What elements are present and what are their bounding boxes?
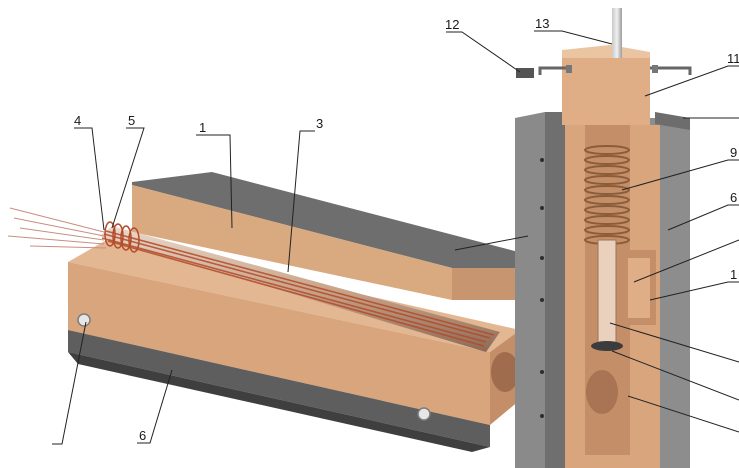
label-13: 13 — [535, 16, 549, 31]
heated-tube — [7, 207, 500, 352]
leader-1 — [196, 134, 233, 229]
leader-4 — [74, 127, 105, 231]
label-4: 4 — [74, 113, 81, 128]
screw-icon — [417, 407, 431, 421]
vertical-housing — [515, 8, 692, 468]
leader-lines — [52, 30, 739, 445]
leader-6 — [137, 369, 173, 444]
leader-1r — [649, 281, 739, 301]
screw-icon — [77, 313, 91, 327]
leader-6r — [667, 204, 739, 231]
label-5: 5 — [128, 113, 135, 128]
leader-3 — [287, 130, 315, 273]
leader-13 — [534, 30, 613, 45]
label-1: 1 — [199, 120, 206, 135]
leader-12 — [446, 31, 521, 73]
leader-5 — [111, 127, 145, 229]
label-1-right: 1 — [730, 267, 737, 282]
label-12: 12 — [445, 17, 459, 32]
leader-unlabeled — [52, 321, 87, 445]
label-6-right: 6 — [730, 190, 737, 205]
leader-9 — [621, 159, 739, 191]
label-11: 11 — [727, 51, 739, 66]
label-9: 9 — [730, 145, 737, 160]
label-3: 3 — [316, 116, 323, 131]
leader-11 — [644, 65, 739, 97]
part-labels: 1 3 4 5 6 12 13 11 9 6 1 — [74, 16, 739, 443]
label-6: 6 — [139, 428, 146, 443]
